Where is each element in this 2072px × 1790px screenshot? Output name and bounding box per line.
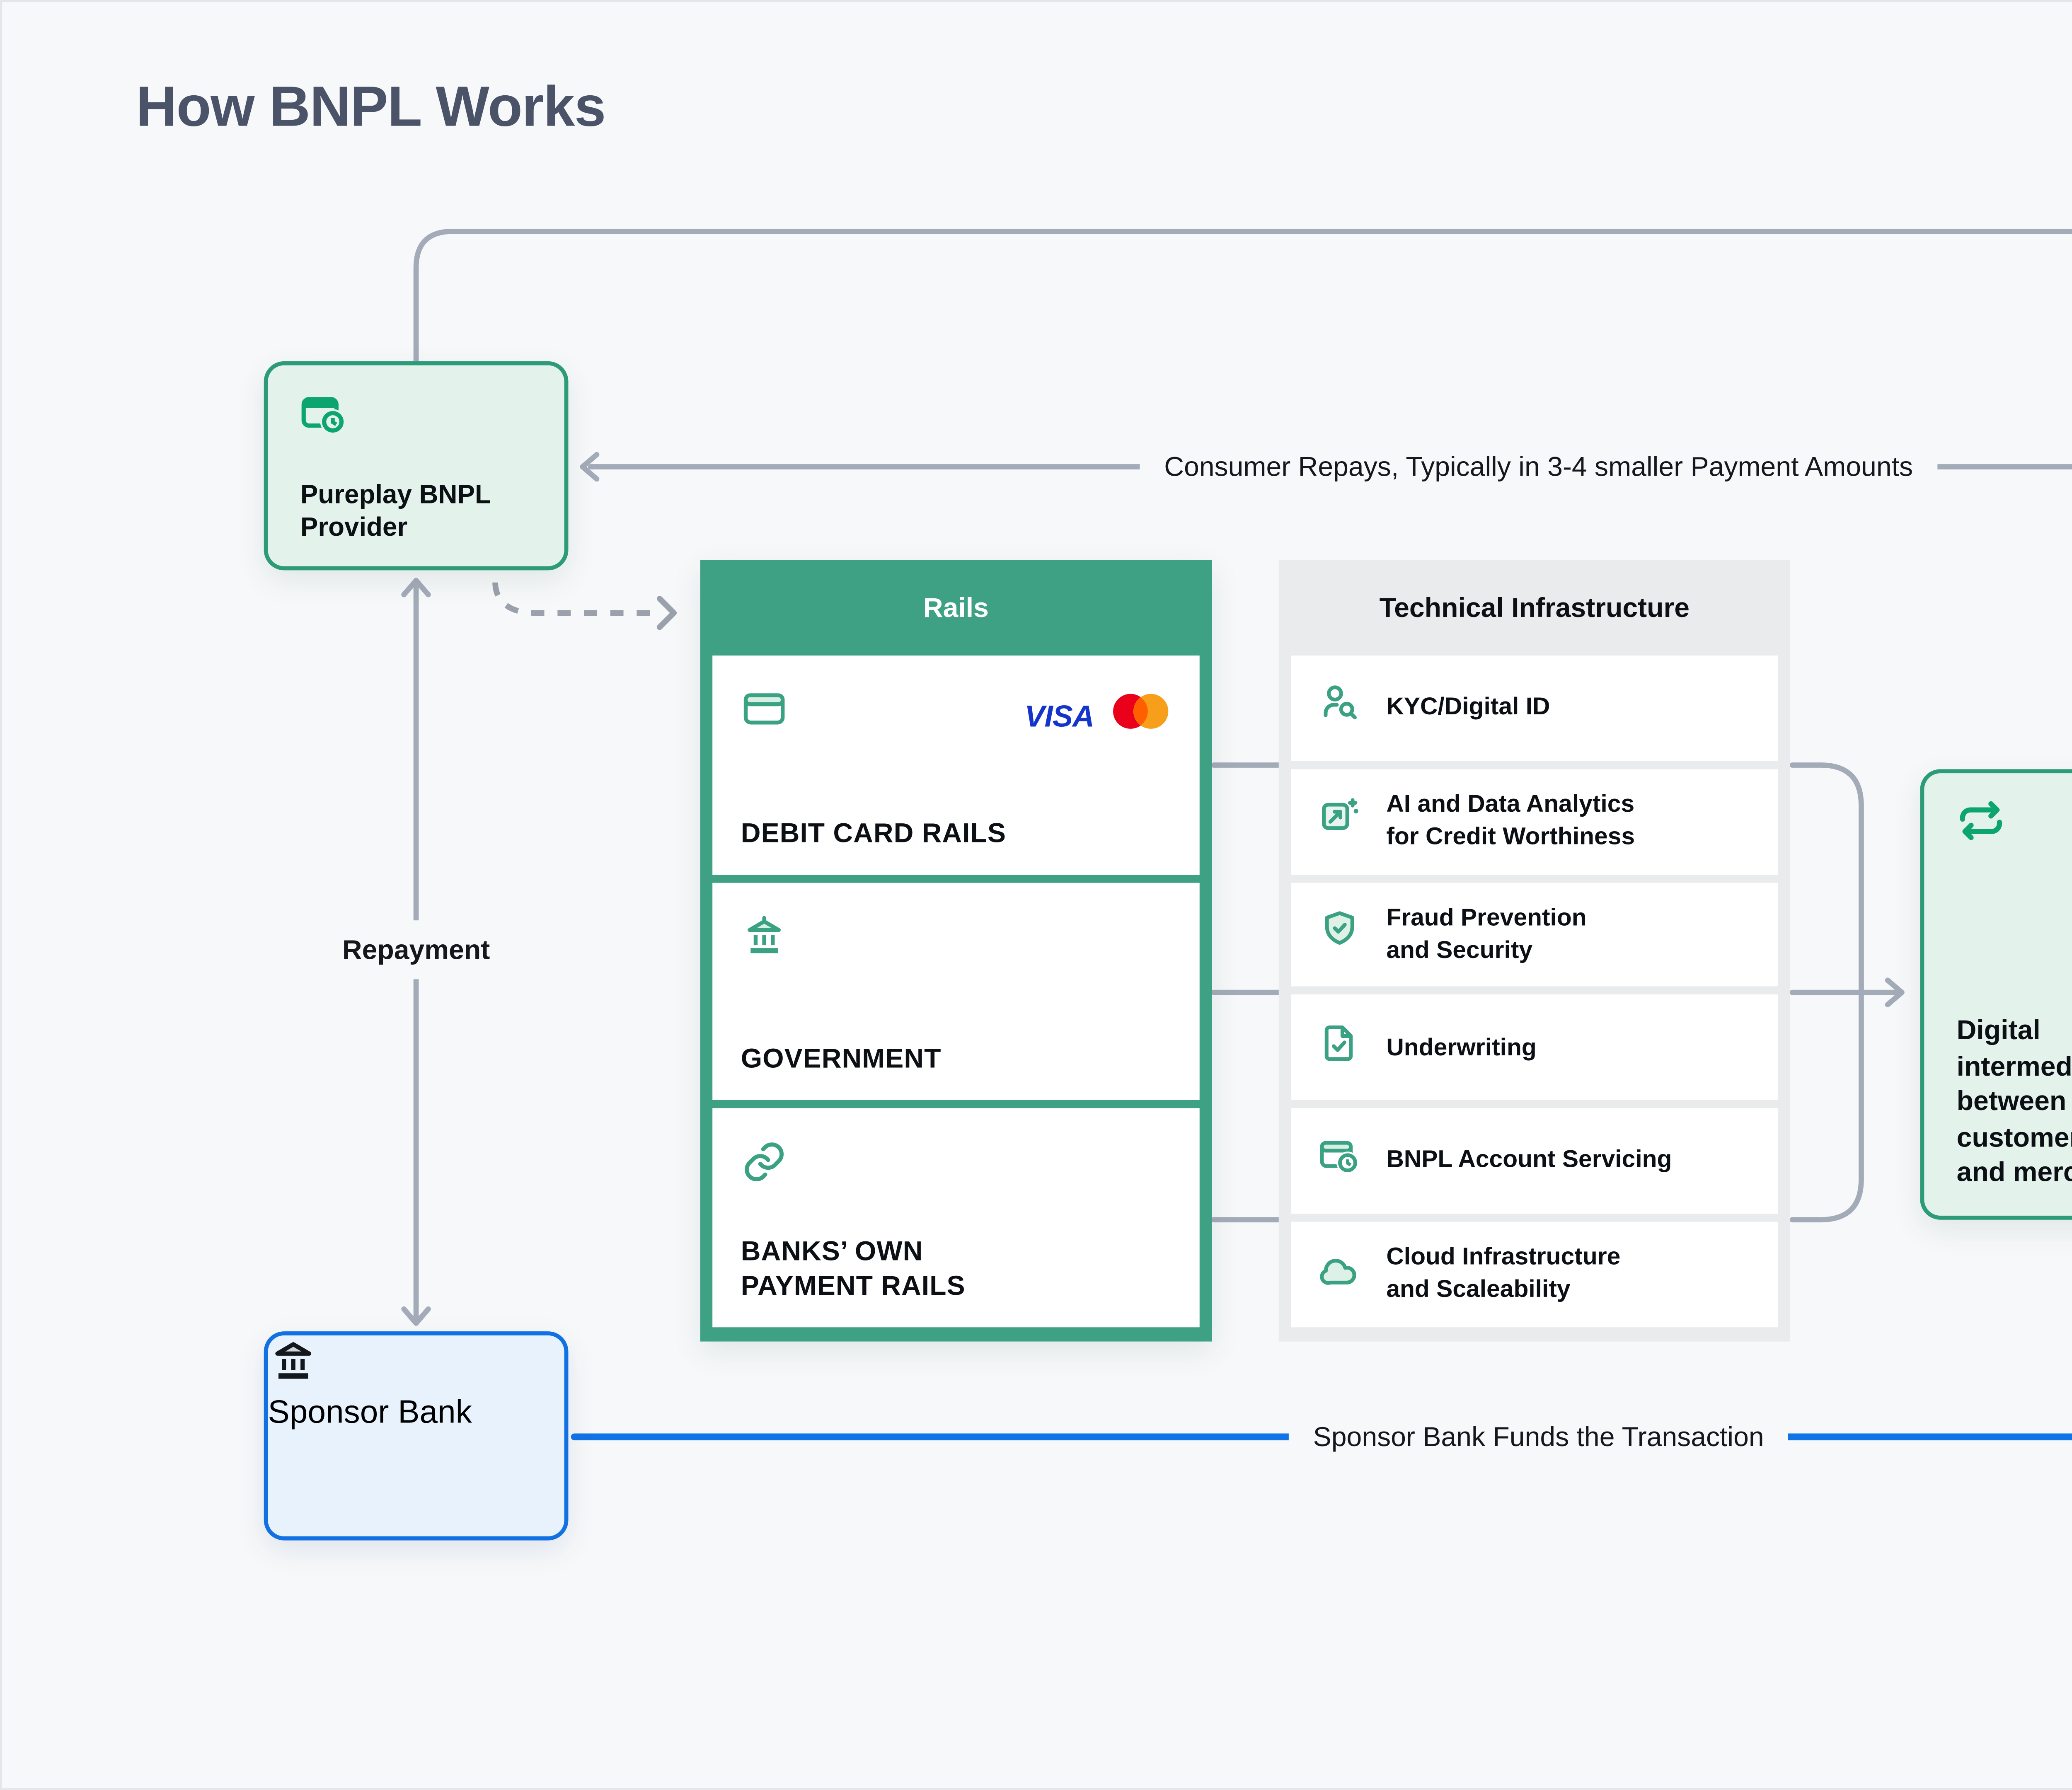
consumer-repays-arrowhead <box>580 452 600 482</box>
sponsor-label: Sponsor Bank <box>268 1396 472 1431</box>
consumer-repays-label: Consumer Repays, Typically in 3-4 smalle… <box>1140 445 1937 488</box>
infra-row-label: BNPL Account Servicing <box>1386 1145 1672 1174</box>
pureplay-bnpl-provider-box: Pureplay BNPL Provider <box>264 361 569 571</box>
infra-row-label: Cloud Infrastructure and Scaleability <box>1386 1243 1621 1303</box>
pureplay-rails-dotted-arrowhead <box>656 596 677 630</box>
infra-row-fraud: Fraud Prevention and Security <box>1291 882 1778 987</box>
pureplay-rails-dotted-line <box>492 582 658 616</box>
card-clock-icon <box>1317 1134 1362 1189</box>
user-search-icon <box>1317 681 1362 735</box>
rails-card-label: GOVERNMENT <box>741 1044 942 1075</box>
infrastructure-header: Technical Infrastructure <box>1379 593 1690 623</box>
technical-infrastructure-column: Technical Infrastructure KYC/Digital ID <box>1278 560 1791 1342</box>
infra-row-label: Underwriting <box>1386 1032 1537 1061</box>
rails-column: Rails VISA <box>700 560 1212 1342</box>
rails-card-government: GOVERNMENT <box>712 882 1200 1101</box>
rails-header: Rails <box>923 593 989 623</box>
repayment-arrowhead-up <box>401 578 431 597</box>
visa-logo: VISA <box>1024 699 1094 734</box>
rails-card-label: BANKS’ OWN PAYMENT RAILS <box>741 1236 966 1301</box>
page-title: How BNPL Works <box>136 75 606 138</box>
infra-intermediary-arrowhead <box>1885 977 1905 1007</box>
loop-arrow <box>413 229 2072 364</box>
mastercard-logo <box>1110 692 1171 741</box>
sponsor-funds-label: Sponsor Bank Funds the Transaction <box>1288 1415 1789 1459</box>
rails-card-debit: VISA DEBIT CARD RAILS <box>712 656 1200 874</box>
infra-row-cloud: Cloud Infrastructure and Scaleability <box>1291 1222 1778 1328</box>
card-clock-icon <box>298 389 349 450</box>
repayment-arrowhead-down <box>401 1306 431 1326</box>
pureplay-label: Pureplay BNPL Provider <box>300 478 491 543</box>
shield-check-icon <box>1317 907 1362 962</box>
card-icon <box>741 686 788 743</box>
rails-card-label: DEBIT CARD RAILS <box>741 817 1006 848</box>
repayment-label: Repayment <box>320 920 513 980</box>
infra-row-underwriting: Underwriting <box>1291 995 1778 1101</box>
bank-icon <box>741 912 788 969</box>
intermediary-label: Digital intermediary between customer an… <box>1956 1015 2072 1188</box>
infra-row-label: AI and Data Analytics for Credit Worthin… <box>1386 790 1635 850</box>
repeat-icon <box>1955 798 2007 861</box>
link-icon <box>741 1139 788 1196</box>
bank-icon <box>268 1342 319 1394</box>
rails-card-banks-own: BANKS’ OWN PAYMENT RAILS <box>712 1108 1200 1328</box>
infra-row-bnpl-servicing: BNPL Account Servicing <box>1291 1108 1778 1214</box>
infra-row-kyc: KYC/Digital ID <box>1291 656 1778 761</box>
infra-row-ai-analytics: AI and Data Analytics for Credit Worthin… <box>1291 769 1778 874</box>
document-check-icon <box>1317 1021 1362 1075</box>
analytics-icon <box>1317 794 1362 849</box>
cloud-icon <box>1317 1247 1362 1302</box>
infra-row-label: Fraud Prevention and Security <box>1386 903 1587 963</box>
digital-intermediary-box: Digital intermediary between customer an… <box>1920 769 2072 1220</box>
infra-row-label: KYC/Digital ID <box>1386 692 1550 721</box>
sponsor-bank-box: Sponsor Bank <box>264 1331 569 1541</box>
